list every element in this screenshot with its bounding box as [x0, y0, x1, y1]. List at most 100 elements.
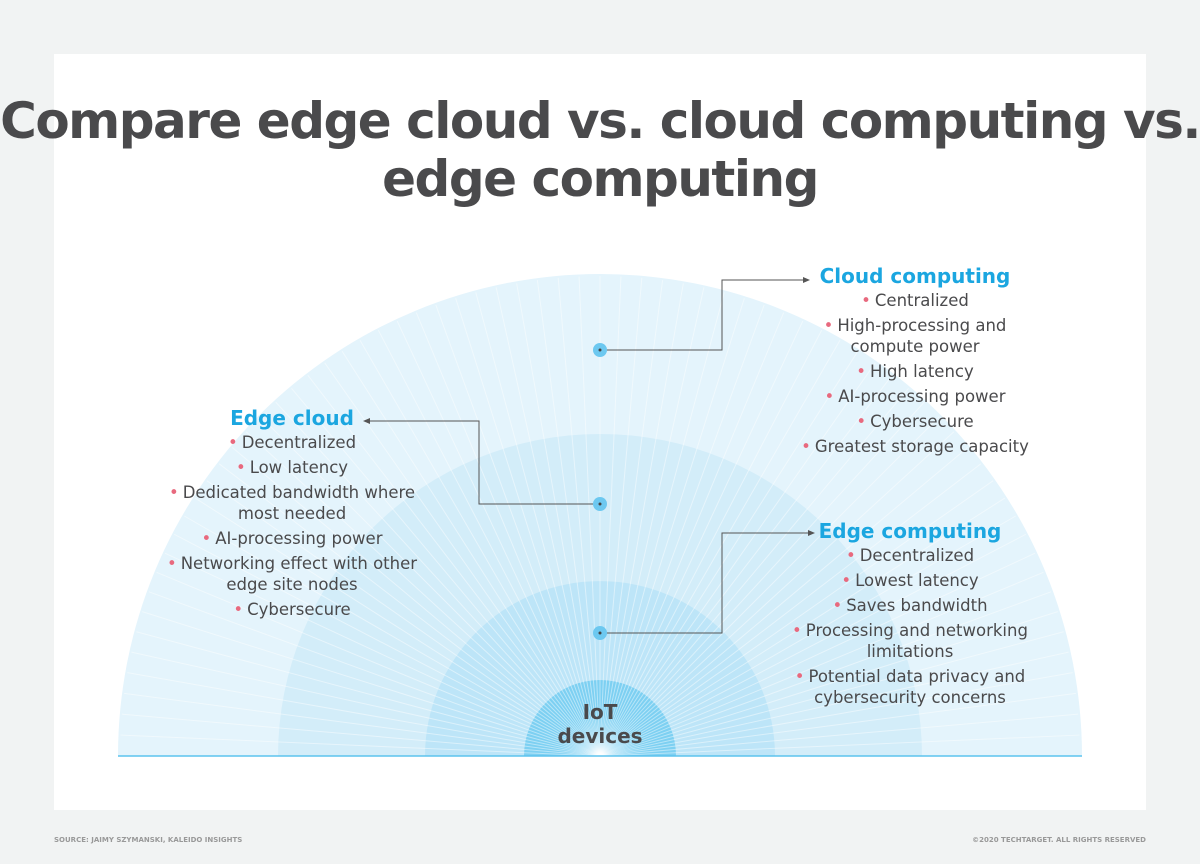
ray [516, 283, 601, 757]
list-item: •Centralized [790, 290, 1040, 311]
ray [599, 672, 1073, 757]
ray [599, 552, 1036, 757]
iot-devices-label: IoT devices [557, 700, 643, 748]
ray [599, 280, 664, 757]
copyright: ©2020 TECHTARGET. ALL RIGHTS RESERVED [972, 836, 1146, 844]
ray [435, 304, 601, 757]
ray [599, 276, 622, 757]
ray [156, 571, 601, 757]
list-item-text: Potential data privacy and cybersecurity… [808, 667, 1026, 707]
ray [142, 611, 601, 757]
ray [557, 277, 601, 757]
list-item: •Processing and networking limitations [785, 620, 1035, 662]
bullet-icon: • [227, 433, 238, 452]
bullet-icon: • [801, 437, 811, 456]
bullet-icon: • [861, 291, 871, 310]
list-item-text: Decentralized [241, 433, 357, 452]
bullet-icon: • [841, 571, 852, 590]
list-item-text: Centralized [874, 291, 969, 310]
list-item-text: Low latency [249, 458, 349, 477]
list-item: •Networking effect with other edge site … [160, 553, 424, 595]
list-item-text: Networking effect with other edge site n… [180, 554, 418, 594]
ray [599, 304, 765, 757]
ray [127, 672, 601, 757]
ray [341, 350, 601, 757]
ray [291, 387, 601, 757]
edge-computing-title: Edge computing [818, 519, 1002, 543]
ray [495, 287, 601, 757]
page-title: Compare edge cloud vs. cloud computing v… [0, 92, 1200, 208]
list-item: •AI-processing power [160, 528, 424, 549]
ray [275, 401, 601, 757]
connectors [368, 279, 810, 634]
ray [599, 431, 955, 757]
ray [599, 330, 823, 757]
ray [206, 480, 601, 757]
cloud-computing-title: Cloud computing [819, 264, 1011, 288]
bullet-icon: • [832, 596, 843, 615]
ray [536, 280, 601, 757]
ray [578, 276, 601, 757]
list-item-text: Greatest storage capacity [814, 437, 1029, 456]
ray [599, 533, 1026, 757]
ray [148, 591, 601, 757]
list-item: •Saves bandwidth [785, 595, 1035, 616]
list-item-text: Processing and networking limitations [805, 621, 1028, 661]
list-item: •Cybersecure [790, 411, 1040, 432]
ray [599, 497, 1006, 757]
list-item-text: Dedicated bandwidth where most needed [182, 483, 416, 523]
list-item-text: Lowest latency [855, 571, 979, 590]
ray [599, 734, 1080, 757]
ray [415, 312, 601, 757]
bullet-icon: • [235, 458, 246, 477]
ray [455, 298, 601, 757]
ray [136, 631, 601, 757]
list-item: •Lowest latency [785, 570, 1035, 591]
ray [599, 401, 925, 757]
ray [599, 340, 841, 757]
ray [599, 713, 1079, 757]
ray [599, 571, 1044, 757]
ray [359, 340, 601, 757]
list-item: •Cybersecure [160, 599, 424, 620]
source-credit: SOURCE: JAIMY SZYMANSKI, KALEIDO INSIGHT… [54, 836, 243, 844]
list-item-text: Cybersecure [870, 412, 974, 431]
ray [218, 463, 601, 757]
list-item: •Dedicated bandwidth where most needed [160, 482, 424, 524]
list-item-text: High latency [869, 362, 974, 381]
ray [599, 292, 725, 757]
ray [599, 416, 940, 757]
list-item-text: Saves bandwidth [846, 596, 988, 615]
list-item: •Decentralized [785, 545, 1035, 566]
cloud-computing-block: Cloud computing •Centralized•High-proces… [790, 266, 1040, 461]
rays [120, 276, 1080, 757]
list-item: •Low latency [160, 457, 424, 478]
bullet-icon: • [824, 387, 835, 406]
iot-core [524, 680, 676, 756]
bullet-icon: • [792, 621, 802, 640]
edge-cloud-block: Edge cloud •Decentralized•Low latency•De… [160, 408, 424, 624]
ray [599, 591, 1052, 757]
list-item: •Potential data privacy and cybersecurit… [785, 666, 1035, 708]
ray [599, 374, 893, 757]
bullet-icon: • [856, 412, 867, 431]
bullet-icon: • [823, 316, 834, 335]
ray [377, 330, 601, 757]
ray [184, 515, 601, 757]
list-item: •High-processing and compute power [790, 315, 1040, 357]
ray [120, 734, 601, 757]
list-item-text: Decentralized [859, 546, 975, 565]
bullet-icon: • [201, 529, 212, 548]
ray [599, 515, 1016, 757]
ray [599, 631, 1064, 757]
bullet-icon: • [856, 362, 866, 381]
ray [599, 463, 982, 757]
ray [599, 312, 785, 757]
bullet-icon: • [166, 554, 177, 573]
ray [174, 533, 601, 757]
ray [164, 552, 601, 757]
bullet-icon: • [233, 600, 244, 619]
list-item-text: High-processing and compute power [837, 316, 1007, 356]
edge-cloud-title: Edge cloud [230, 406, 354, 430]
ray [324, 362, 601, 757]
